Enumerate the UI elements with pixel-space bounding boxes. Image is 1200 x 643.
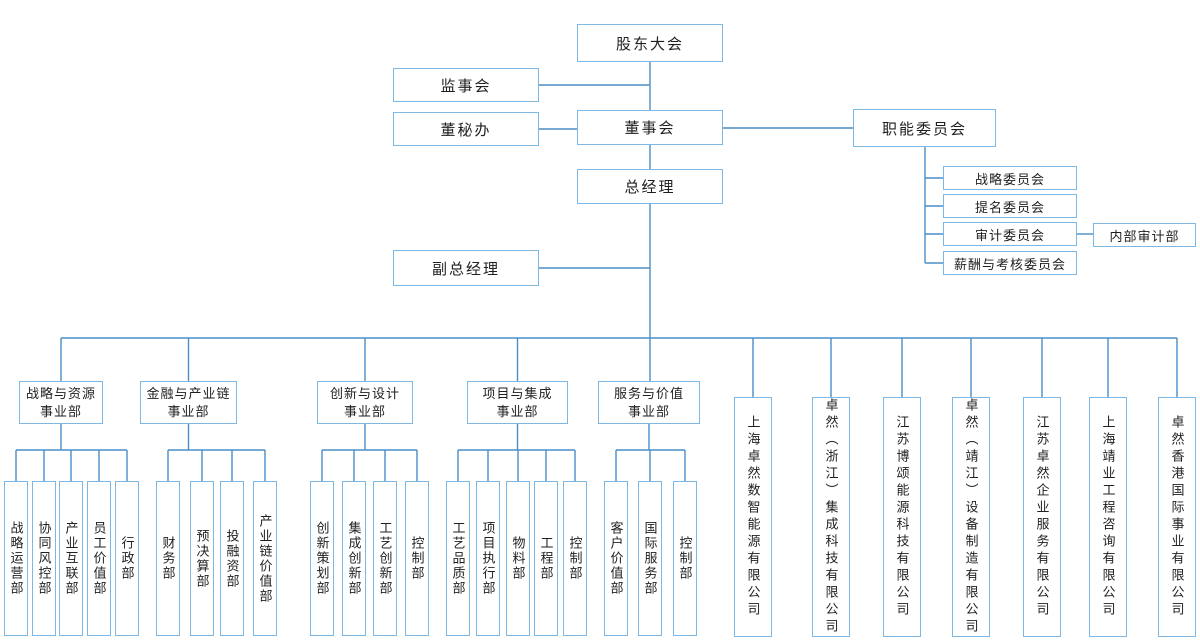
node-shareholders-meeting: 股东大会 <box>577 24 723 62</box>
department-box: 集成创新部 <box>342 481 366 636</box>
department-box-label: 工艺品质部 <box>450 521 466 596</box>
subsidiary-box: 上海卓然数智能源有限公司 <box>734 397 772 637</box>
department-box: 工艺品质部 <box>446 481 470 636</box>
department-box: 员工价值部 <box>87 481 111 636</box>
node-general-manager: 总经理 <box>577 169 723 204</box>
department-box: 控制部 <box>405 481 429 636</box>
subsidiary-box-label: 江苏博颂能源科技有限公司 <box>894 415 910 619</box>
department-box: 工艺创新部 <box>373 481 397 636</box>
department-box: 工程部 <box>534 481 558 636</box>
subsidiary-box: 上海靖业工程咨询有限公司 <box>1089 397 1127 637</box>
department-box-label: 财务部 <box>160 536 176 581</box>
division-box-label: 事业部 <box>167 403 210 419</box>
department-box-label: 物料部 <box>510 536 526 581</box>
division-box-label: 创新与设计 <box>329 385 400 401</box>
department-box-label: 控制部 <box>567 536 583 581</box>
committee-box: 审计委员会 <box>943 222 1077 246</box>
department-box: 国际服务部 <box>638 481 662 636</box>
division-box-label: 金融与产业链 <box>146 385 231 401</box>
node-deputy-general-manager: 副总经理 <box>393 250 539 286</box>
department-box: 控制部 <box>563 481 587 636</box>
node-functional-committee: 职能委员会 <box>853 109 996 147</box>
subsidiary-box: 卓然（靖江）设备制造有限公司 <box>952 397 990 637</box>
department-box-label: 产业链价值部 <box>257 513 273 604</box>
division-box-label: 事业部 <box>496 403 539 419</box>
subsidiary-box-label: 卓然（浙江）集成科技有限公司 <box>823 398 839 636</box>
committee-box-label: 战略委员会 <box>974 171 1045 187</box>
division-box-label: 事业部 <box>627 403 670 419</box>
division-box: 战略与资源事业部 <box>19 381 103 424</box>
division-box-label: 事业部 <box>39 403 82 419</box>
department-box: 预决算部 <box>190 481 214 636</box>
subsidiary-box-label: 卓然香港国际事业有限公司 <box>1169 415 1185 619</box>
division-box: 服务与价值事业部 <box>598 381 700 424</box>
department-box-label: 行政部 <box>119 536 135 581</box>
node-board-of-directors: 董事会 <box>577 110 723 145</box>
committee-box: 薪酬与考核委员会 <box>943 251 1077 275</box>
committee-box-label: 提名委员会 <box>974 199 1045 215</box>
department-box-label: 创新策划部 <box>314 521 330 596</box>
department-box: 客户价值部 <box>604 481 628 636</box>
department-box: 产业链价值部 <box>253 481 277 636</box>
department-box: 产业互联部 <box>59 481 83 636</box>
division-box-label: 项目与集成 <box>482 385 553 401</box>
department-box-label: 投融资部 <box>224 528 240 589</box>
node-supervisory-board-label: 监事会 <box>440 78 492 95</box>
department-box: 控制部 <box>673 481 697 636</box>
subsidiary-box: 卓然香港国际事业有限公司 <box>1158 397 1196 637</box>
department-box-label: 控制部 <box>677 536 693 581</box>
node-internal-audit-department-label: 内部审计部 <box>1109 228 1180 244</box>
node-functional-committee-label: 职能委员会 <box>881 121 967 138</box>
department-box-label: 集成创新部 <box>346 521 362 596</box>
department-box: 投融资部 <box>220 481 244 636</box>
department-box-label: 控制部 <box>409 536 425 581</box>
node-internal-audit-department: 内部审计部 <box>1093 223 1196 247</box>
department-box: 项目执行部 <box>476 481 500 636</box>
subsidiary-box-label: 江苏卓然企业服务有限公司 <box>1034 415 1050 619</box>
department-box: 财务部 <box>156 481 180 636</box>
subsidiary-box-label: 卓然（靖江）设备制造有限公司 <box>963 398 979 636</box>
department-box: 协同风控部 <box>32 481 56 636</box>
node-shareholders-meeting-label: 股东大会 <box>615 36 684 53</box>
department-box-label: 员工价值部 <box>91 521 107 596</box>
subsidiary-box: 江苏博颂能源科技有限公司 <box>883 397 921 637</box>
department-box-label: 预决算部 <box>194 528 210 589</box>
committee-box-label: 审计委员会 <box>974 227 1045 243</box>
division-box: 创新与设计事业部 <box>317 381 413 424</box>
department-box-label: 战略运营部 <box>8 521 24 596</box>
department-box: 创新策划部 <box>310 481 334 636</box>
division-box-label: 战略与资源 <box>25 385 96 401</box>
department-box: 行政部 <box>115 481 139 636</box>
division-box: 项目与集成事业部 <box>467 381 568 424</box>
department-box-label: 工程部 <box>538 536 554 581</box>
node-board-secretary-office: 董秘办 <box>393 112 539 146</box>
node-deputy-general-manager-label: 副总经理 <box>431 261 500 278</box>
department-box-label: 协同风控部 <box>36 521 52 596</box>
subsidiary-box: 卓然（浙江）集成科技有限公司 <box>812 397 850 637</box>
division-box: 金融与产业链事业部 <box>140 381 237 424</box>
subsidiary-box: 江苏卓然企业服务有限公司 <box>1023 397 1061 637</box>
department-box: 战略运营部 <box>4 481 28 636</box>
department-box-label: 工艺创新部 <box>377 521 393 596</box>
committee-box: 战略委员会 <box>943 166 1077 190</box>
division-box-label: 事业部 <box>343 403 386 419</box>
department-box-label: 产业互联部 <box>63 521 79 596</box>
node-board-of-directors-label: 董事会 <box>624 121 676 137</box>
committee-box-label: 薪酬与考核委员会 <box>953 256 1066 272</box>
committee-box: 提名委员会 <box>943 194 1077 218</box>
department-box-label: 项目执行部 <box>480 521 496 596</box>
department-box-label: 客户价值部 <box>608 521 624 596</box>
subsidiary-box-label: 上海卓然数智能源有限公司 <box>745 415 761 619</box>
subsidiary-box-label: 上海靖业工程咨询有限公司 <box>1100 415 1116 619</box>
node-board-secretary-office-label: 董秘办 <box>440 122 492 139</box>
node-general-manager-label: 总经理 <box>624 180 676 196</box>
division-box-label: 服务与价值 <box>613 385 684 401</box>
node-supervisory-board: 监事会 <box>393 68 539 102</box>
department-box-label: 国际服务部 <box>642 521 658 596</box>
department-box: 物料部 <box>506 481 530 636</box>
